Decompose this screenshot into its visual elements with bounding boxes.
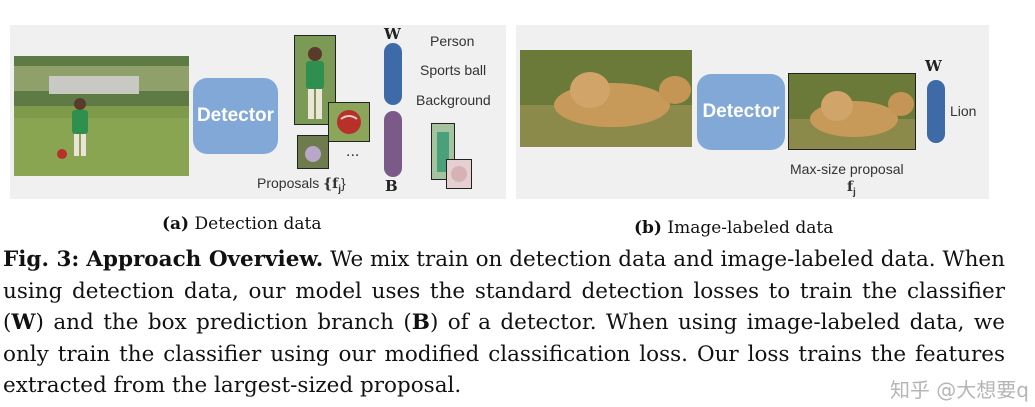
proposals-ellipsis: ... xyxy=(346,143,360,160)
detector-label-a: Detector xyxy=(196,105,275,126)
panel-detection-data: Detector ... Proposals {fj} W B Person S… xyxy=(10,25,506,199)
soccer-photo xyxy=(14,56,189,176)
caption-text-3: ) of a detector. When using image-labele… xyxy=(3,310,1005,398)
subcaption-a: (a) Detection data xyxy=(162,214,322,234)
detector-box-b: Detector xyxy=(697,74,785,150)
weight-w-label-a: W xyxy=(384,25,401,43)
figure-caption: Fig. 3: Approach Overview. We mix train … xyxy=(3,244,1005,402)
proposals-label: Proposals {fj} xyxy=(257,175,346,195)
box-crop-2 xyxy=(446,159,472,189)
box-branch-b-bar xyxy=(384,111,402,177)
max-size-proposal-crop xyxy=(788,73,916,150)
panel-image-labeled-data: Detector W Lion Max-size proposal fj xyxy=(516,25,989,199)
detector-box-a: Detector xyxy=(193,78,278,154)
proposal-small-crop xyxy=(297,135,329,169)
class-person: Person xyxy=(430,33,475,49)
box-b-label: B xyxy=(385,177,398,195)
class-sports-ball: Sports ball xyxy=(420,62,487,78)
watermark: 知乎 @大想要q xyxy=(889,378,1029,402)
class-background: Background xyxy=(416,92,491,108)
classifier-w-bar-a xyxy=(384,43,402,105)
classifier-w-bar-b xyxy=(927,80,945,143)
caption-text-2: ) and the box prediction branch ( xyxy=(35,310,412,335)
caption-w-symbol: W xyxy=(11,310,36,335)
subcaption-b: (b) Image-labeled data xyxy=(634,218,834,238)
caption-b-symbol: B xyxy=(411,310,430,335)
max-size-proposal-label: Max-size proposal xyxy=(790,161,904,177)
figure-number: Fig. 3: xyxy=(3,247,80,272)
caption-title: Approach Overview. xyxy=(86,247,324,272)
detector-label-b: Detector xyxy=(702,101,780,122)
lion-photo xyxy=(520,50,692,147)
class-lion: Lion xyxy=(950,103,977,119)
feature-fj-label: fj xyxy=(847,179,856,198)
weight-w-label-b: W xyxy=(925,57,942,75)
proposal-ball-crop xyxy=(328,102,370,142)
caption-text-1: We mix train on detection data and image… xyxy=(3,247,1005,335)
